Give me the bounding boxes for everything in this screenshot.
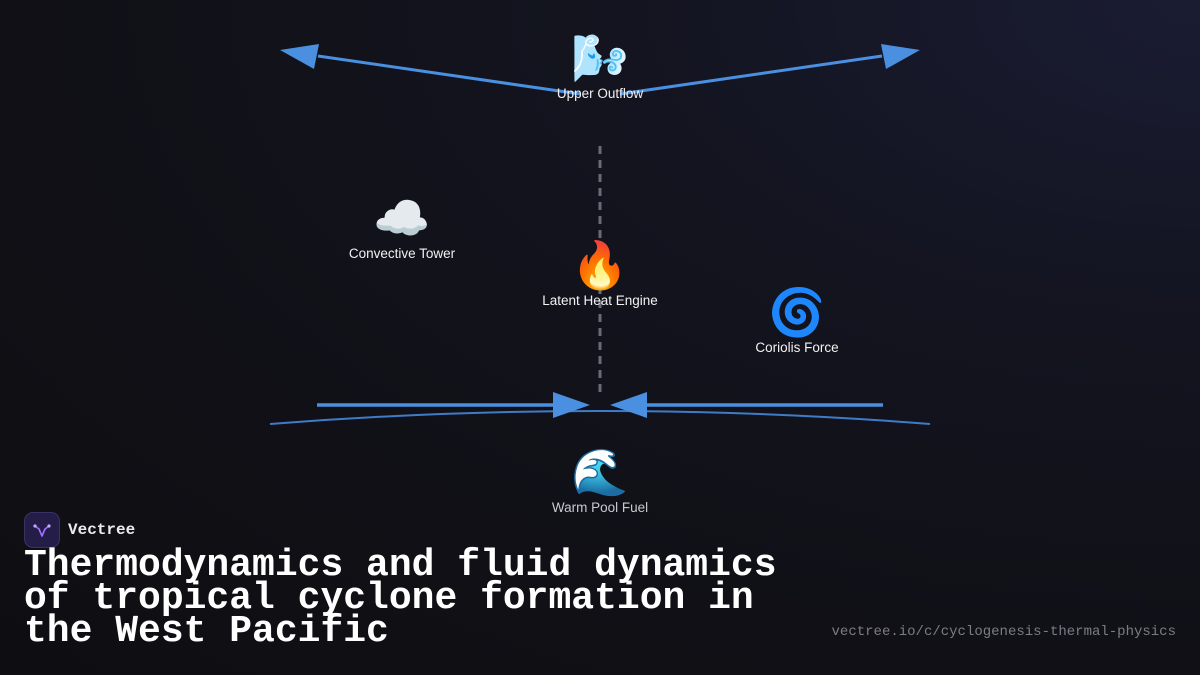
warm-pool-label: Warm Pool Fuel [551, 500, 649, 515]
node-latent-heat-engine: 🔥 Latent Heat Engine [542, 239, 658, 308]
node-upper-outflow: 🌬️ Upper Outflow [557, 32, 643, 101]
inflow-arrow-left [317, 392, 590, 418]
coriolis-label: Coriolis Force [755, 340, 839, 355]
outflow-arrow-left [280, 44, 581, 96]
wave-icon: 🌊 [571, 445, 629, 499]
upper-outflow-label: Upper Outflow [556, 86, 644, 101]
cyclone-icon: 🌀 [768, 285, 826, 339]
node-warm-pool-fuel: 🌊 Warm Pool Fuel [552, 446, 648, 515]
ocean-surface-curve [269, 410, 931, 425]
node-convective-tower: ☁️ Convective Tower [349, 192, 455, 261]
wind-icon: 🌬️ [571, 31, 629, 85]
node-coriolis-force: 🌀 Coriolis Force [755, 286, 838, 355]
convective-tower-label: Convective Tower [348, 246, 456, 261]
cloud-icon: ☁️ [373, 191, 431, 245]
page-title: Thermodynamics and fluid dynamics of tro… [24, 544, 777, 653]
vectree-logo-icon [24, 512, 60, 548]
inflow-arrow-right [610, 392, 883, 418]
latent-heat-label: Latent Heat Engine [542, 293, 658, 308]
brand: Vectree [24, 512, 135, 548]
fire-icon: 🔥 [571, 238, 629, 292]
brand-name: Vectree [68, 521, 136, 539]
outflow-arrow-right [619, 44, 920, 96]
source-url: vectree.io/c/cyclogenesis-thermal-physic… [831, 624, 1176, 640]
